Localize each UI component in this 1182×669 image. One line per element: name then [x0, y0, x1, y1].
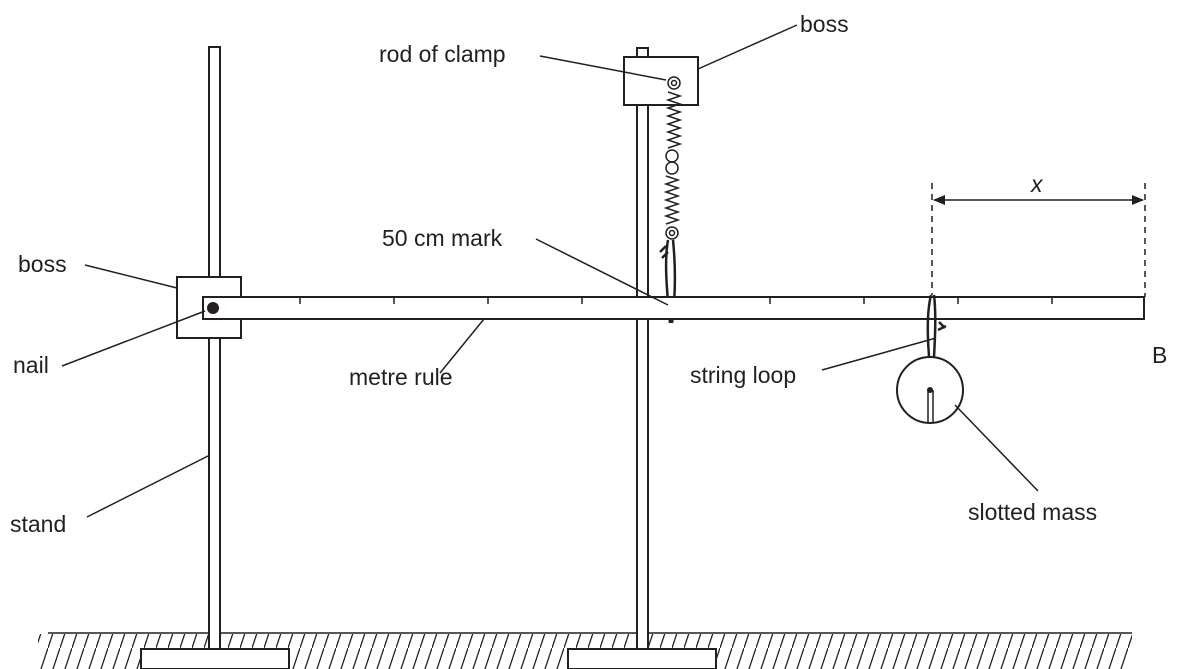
x-dimension	[931, 183, 1146, 297]
string-loop-and-mass	[896, 294, 964, 424]
nail-dot	[207, 302, 219, 314]
leader-lines	[61, 24, 1039, 518]
label-rod-of-clamp: rod of clamp	[379, 41, 506, 67]
label-slotted-mass: slotted mass	[968, 499, 1097, 525]
label-50cm-mark: 50 cm mark	[382, 225, 503, 251]
label-string-loop: string loop	[690, 362, 796, 388]
label-boss-top: boss	[800, 11, 849, 37]
label-nail: nail	[13, 352, 49, 378]
label-distance-x: x	[1030, 171, 1044, 197]
metre-rule	[202, 296, 1145, 320]
label-boss-left: boss	[18, 251, 67, 277]
middle-stand	[567, 47, 717, 669]
spring-assembly	[659, 76, 683, 324]
label-end-b: B	[1152, 342, 1167, 368]
top-boss	[623, 56, 699, 106]
label-stand: stand	[10, 511, 66, 537]
left-stand	[140, 46, 290, 669]
label-metre-rule: metre rule	[349, 364, 453, 390]
